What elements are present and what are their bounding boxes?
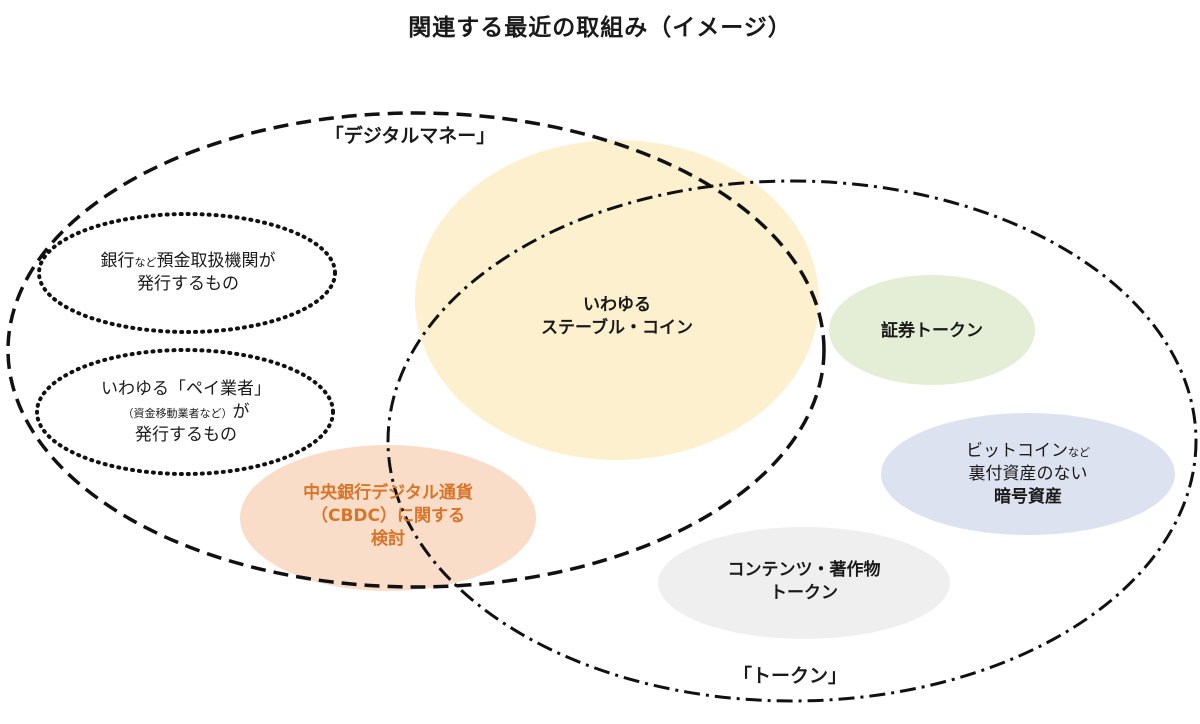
- token-boundary: [386, 179, 1198, 703]
- diagram-title: 関連する最近の取組み（イメージ）: [408, 15, 792, 41]
- crypto-line2: 裏付資産のない: [968, 463, 1088, 484]
- pay-operator-line3: 発行するもの: [135, 424, 237, 445]
- stablecoin-circle: [415, 140, 819, 460]
- cbdc-line2: （CBDC）に関する: [310, 505, 466, 526]
- pay-operator-line1: いわゆる「ペイ業者」: [101, 379, 271, 399]
- bank-deposit-ellipse: [37, 212, 337, 334]
- crypto-line3: 暗号資産: [994, 486, 1062, 507]
- crypto-asset-ellipse: [881, 413, 1175, 535]
- bank-deposit-line1-b: 預金取扱機関が: [156, 251, 276, 271]
- crypto-line1-a: ビットコイン: [966, 441, 1068, 461]
- bank-deposit-line2: 発行するもの: [137, 273, 239, 294]
- pay-operator-ellipse: [35, 348, 335, 476]
- content-line1: コンテンツ・著作物: [727, 560, 881, 580]
- cbdc-label: 中央銀行デジタル通貨 （CBDC）に関する 検討: [258, 482, 518, 551]
- cbdc-ellipse: [240, 445, 536, 591]
- crypto-line1-small: など: [1068, 446, 1090, 459]
- stablecoin-line2: ステーブル・コイン: [541, 317, 693, 338]
- cbdc-line3: 検討: [371, 528, 405, 549]
- digital-money-label: 「デジタルマネー」: [324, 125, 496, 147]
- pay-operator-line2-small: （資金移動業者など）: [122, 406, 233, 420]
- bank-deposit-line1-a: 銀行: [100, 251, 135, 271]
- cbdc-line1: 中央銀行デジタル通貨: [303, 483, 473, 503]
- stablecoin-line1: いわゆる: [583, 295, 651, 315]
- securities-token-ellipse: [829, 275, 1035, 385]
- bank-deposit-line1-small: など: [134, 256, 157, 269]
- pay-operator-line2-b: が: [232, 401, 250, 422]
- securities-token-label: 証券トークン: [881, 321, 983, 341]
- token-label: 「トークン」: [732, 665, 847, 687]
- stablecoin-label: いわゆる ステーブル・コイン: [507, 294, 727, 340]
- content-token-ellipse: [658, 527, 950, 639]
- crypto-asset-label: ビットコインなど 裏付資産のない 暗号資産: [900, 440, 1156, 509]
- digital-money-boundary: [6, 111, 826, 589]
- bank-deposit-label: 銀行など預金取扱機関が 発行するもの: [60, 250, 316, 296]
- pay-operator-label: いわゆる「ペイ業者」 （資金移動業者など）が 発行するもの: [58, 378, 314, 447]
- content-token-label: コンテンツ・著作物 トークン: [694, 559, 914, 605]
- content-line2: トークン: [770, 582, 838, 603]
